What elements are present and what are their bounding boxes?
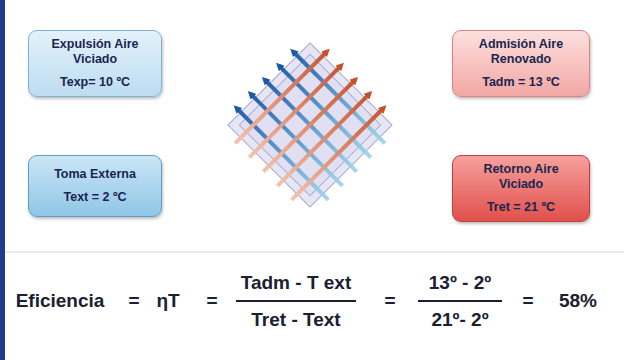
box-title: Expulsión Aire Viciado <box>37 37 153 67</box>
return-box: Retorno Aire ViciadoTret = 21 ºC <box>452 155 590 222</box>
temperature-value: Tret = 21 ºC <box>487 200 555 215</box>
outdoor-intake-box: Toma ExternaText = 2 ºC <box>28 155 162 217</box>
box-title: Admisión Aire Renovado <box>461 37 581 67</box>
exhaust-box: Expulsión Aire ViciadoTexp= 10 ºC <box>28 30 162 97</box>
efficiency-symbol: ηT <box>156 290 179 312</box>
denominator: 21º- 2º <box>431 309 488 331</box>
equals-sign: = <box>384 290 395 312</box>
equals-sign: = <box>522 290 533 312</box>
supply-box: Admisión Aire RenovadoTadm = 13 ºC <box>452 30 590 97</box>
denominator: Tret - Text <box>251 309 340 331</box>
result-value: 58% <box>559 290 597 312</box>
numerator: Tadm - T ext <box>241 272 352 294</box>
box-title: Retorno Aire Viciado <box>461 162 581 192</box>
temperature-value: Text = 2 ºC <box>63 190 126 205</box>
numerator: 13º - 2º <box>429 272 491 294</box>
formula-term: Eficiencia <box>16 290 105 312</box>
temperature-value: Tadm = 13 ºC <box>482 75 560 90</box>
box-title: Toma Externa <box>54 167 136 182</box>
equals-sign: = <box>128 290 139 312</box>
temperature-value: Texp= 10 ºC <box>60 75 130 90</box>
equals-sign: = <box>206 290 217 312</box>
